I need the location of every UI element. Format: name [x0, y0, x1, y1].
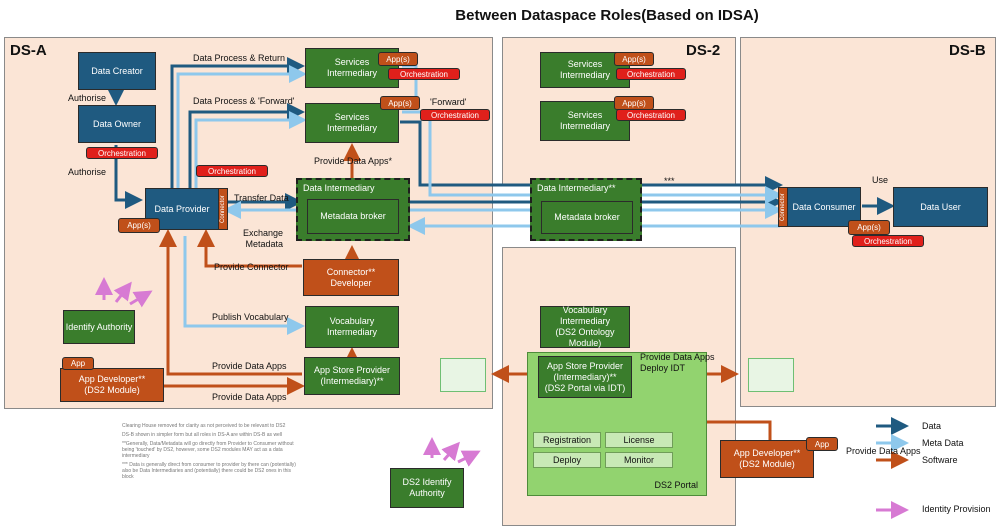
portal-license-button[interactable]: License — [605, 432, 673, 448]
label-use: Use — [872, 175, 889, 185]
region-label-ds-b: DS-B — [949, 42, 986, 59]
label-exchange-metadata: Exchange Metadata — [243, 228, 284, 249]
footnotes: Clearing House removed for clarity as no… — [122, 423, 302, 480]
label-authorise-2: Authorise — [68, 167, 107, 177]
region-label-ds-2: DS-2 — [686, 42, 721, 59]
portal-monitor-button[interactable]: Monitor — [605, 452, 673, 468]
services-intermediary-1-box: Services Intermediary — [305, 48, 399, 88]
label-data-process-return: Data Process & Return — [193, 53, 286, 63]
label-provide-connector: Provide Connector — [214, 262, 289, 272]
portal-deploy-button[interactable]: Deploy — [533, 452, 601, 468]
orchestration-tag-ds2-2: Orchestration — [616, 109, 686, 121]
data-user-box: Data User — [893, 187, 988, 227]
ds2-data-intermediary-label: Data Intermediary** — [537, 183, 616, 193]
apps-tag-services-1: App(s) — [378, 52, 418, 66]
data-owner-box: Data Owner — [78, 105, 156, 143]
app-developer-b-box: App Developer** (DS2 Module) — [720, 440, 814, 478]
orchestration-tag-services-1: Orchestration — [388, 68, 460, 80]
vocabulary-intermediary-box: Vocabulary Intermediary — [305, 306, 399, 348]
label-provide-data-apps-deploy: Provide Data Apps Deploy IDT — [640, 352, 715, 373]
footnote-1: Clearing House removed for clarity as no… — [122, 423, 286, 429]
connector-developer-box: Connector** Developer — [303, 259, 399, 296]
apps-tag-ds2-2: App(s) — [614, 96, 654, 110]
label-publish-vocabulary: Publish Vocabulary — [212, 312, 289, 322]
metadata-broker-box: Metadata broker — [307, 199, 399, 234]
portal-thumbnail-right — [748, 358, 794, 392]
legend-meta-data-label: Meta Data — [922, 438, 964, 448]
portal-thumbnail-left — [440, 358, 486, 392]
label-provide-data-apps-star: Provide Data Apps* — [314, 156, 393, 166]
data-creator-box: Data Creator — [78, 52, 156, 90]
connector-tag-provider: Connector — [218, 188, 228, 230]
app-tag-developer-a: App — [62, 357, 94, 370]
portal-registration-button[interactable]: Registration — [533, 432, 601, 448]
orchestration-tag-consumer: Orchestration — [852, 235, 924, 247]
apps-tag-ds2-1: App(s) — [614, 52, 654, 66]
data-intermediary-label: Data Intermediary — [303, 183, 375, 193]
app-tag-developer-b: App — [806, 437, 838, 451]
label-provide-data-apps-b: Provide Data Apps — [846, 446, 921, 456]
apps-tag-consumer: App(s) — [848, 220, 890, 235]
label-provide-data-apps-2: Provide Data Apps — [212, 392, 287, 402]
ds2-metadata-broker-box: Metadata broker — [541, 201, 633, 234]
label-data-process-forward: Data Process & 'Forward' — [193, 96, 295, 106]
apps-tag-provider: App(s) — [118, 218, 160, 233]
ds2-services-intermediary-2-box: Services Intermediary — [540, 101, 630, 141]
label-stars: *** — [664, 176, 675, 186]
legend-software-label: Software — [922, 455, 958, 465]
orchestration-tag-provider: Orchestration — [196, 165, 268, 177]
label-authorise-1: Authorise — [68, 93, 107, 103]
identify-authority-box: Identify Authority — [63, 310, 135, 344]
label-forward: 'Forward' — [430, 97, 467, 107]
footnote-3: **Generally, Data/Metadata will go direc… — [122, 441, 294, 459]
app-developer-a-box: App Developer** (DS2 Module) — [60, 368, 164, 402]
region-label-ds-a: DS-A — [10, 42, 47, 59]
arrow-owner-provider — [114, 145, 143, 209]
label-provide-data-apps-1: Provide Data Apps — [212, 361, 287, 371]
legend-identity-label: Identity Provision — [922, 504, 991, 514]
arrow-provider-services-forward — [188, 103, 305, 188]
legend-data-label: Data — [922, 421, 942, 431]
app-store-provider-box: App Store Provider (Intermediary)** — [304, 357, 400, 395]
ds2-identify-authority-box: DS2 Identify Authority — [390, 468, 464, 508]
ds2-app-store-provider-box: App Store Provider (Intermediary)** (DS2… — [538, 356, 632, 398]
ds2-portal-label: DS2 Portal — [654, 480, 698, 490]
apps-tag-services-2: App(s) — [380, 96, 420, 110]
orchestration-tag-ds2-1: Orchestration — [616, 68, 686, 80]
diagram-title: Between Dataspace Roles(Based on IDSA) — [455, 7, 759, 24]
orchestration-tag-services-2: Orchestration — [420, 109, 490, 121]
services-intermediary-2-box: Services Intermediary — [305, 103, 399, 143]
orchestration-tag-owner: Orchestration — [86, 147, 158, 159]
footnote-4: *** Data is generally direct from consum… — [122, 462, 296, 480]
label-transfer-data: Transfer Data — [234, 193, 289, 203]
ds2-vocabulary-intermediary-box: Vocabulary Intermediary (DS2 Ontology Mo… — [540, 305, 630, 348]
footnote-2: DS-B shown in simpler form but all roles… — [122, 432, 283, 438]
arrow-provider-services-return — [170, 57, 305, 188]
